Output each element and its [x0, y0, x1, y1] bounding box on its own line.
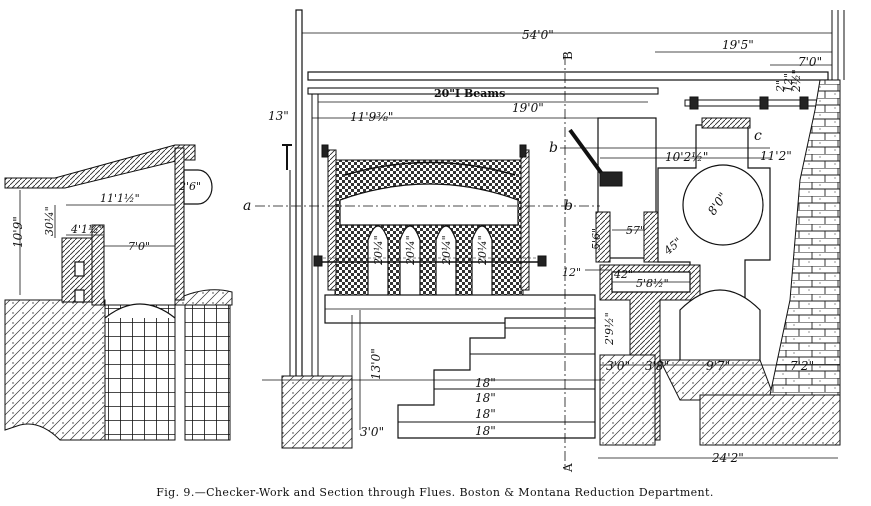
dim-step-2: 18": [475, 391, 496, 405]
main-left-base: [281, 375, 353, 449]
left-pier-window-1: [74, 261, 85, 277]
dim-tiny-2: 12": [782, 73, 795, 92]
dim-base-3-8: 3'8": [645, 359, 669, 373]
round-flue-cap: [701, 117, 751, 129]
dim-left-height: 10'9": [11, 216, 25, 248]
dim-base-3-0: 3'0": [606, 359, 630, 373]
dim-base-7-2: 7'2": [790, 359, 814, 373]
stairs: [397, 317, 596, 439]
flue-stack-left-wall: [595, 211, 611, 263]
dim-checker-1: 20¼": [372, 235, 385, 266]
figure-caption: Fig. 9.—Checker-Work and Section through…: [156, 486, 714, 499]
dim-beam-offset: 13": [268, 109, 289, 123]
dim-step-4: 18": [475, 424, 496, 438]
left-arch: [104, 303, 176, 319]
dim-left-span: 7'0": [128, 240, 150, 253]
beam-label: 20"I Beams: [434, 87, 505, 100]
dim-left-inner: 4'1½": [70, 223, 104, 236]
i-beam-lower: [307, 87, 659, 95]
chamber-left-wall: [327, 149, 337, 291]
dim-flue-42: 42": [613, 268, 633, 281]
left-round-pipe: [183, 169, 213, 205]
checker-pillars: [367, 225, 493, 311]
dim-beam-span-left: 11'9⅜": [350, 110, 393, 124]
dim-far-right-top: 7'0": [798, 55, 822, 69]
dim-flue-12: 12": [562, 266, 581, 279]
dim-flue-5-8: 5'8½": [636, 277, 669, 290]
dim-flue-width: 10'2½": [665, 150, 708, 164]
dim-flue-height: 11'2": [760, 149, 792, 163]
dim-right-top: 19'5": [722, 38, 754, 52]
left-inner-wall: [91, 224, 105, 306]
main-section: 20¼" 20¼" 20¼" 20¼": [243, 9, 845, 473]
stone-wall: [759, 79, 841, 441]
i-beam-top: [307, 71, 829, 81]
dim-base-9-7: 9'7": [706, 359, 730, 373]
flue-passage: [599, 264, 701, 441]
dim-step-3: 18": [475, 407, 496, 421]
right-ground: [699, 394, 841, 446]
left-right-wall: [174, 147, 185, 301]
flue-stack-right-wall: [643, 211, 659, 263]
chamber-arch: [339, 183, 519, 226]
dim-checker-3: 20¼": [440, 235, 453, 266]
dim-bottom-right: 24'2": [711, 451, 744, 465]
dim-stair-height: 13'0": [369, 348, 383, 380]
flue-base: [599, 354, 656, 446]
round-flue-assembly: [657, 117, 771, 301]
flue-damper: [599, 171, 623, 187]
left-roof-slab: [4, 144, 196, 189]
left-pier-window-2: [74, 289, 85, 303]
chamber-right-wall: [520, 149, 530, 291]
dim-left-offset: 30¼": [43, 206, 56, 236]
dim-step-1: 18": [475, 376, 496, 390]
dim-flue-2-9: 2'9½": [603, 312, 616, 346]
left-flue-section: 10'9" 11'1½" 30¼" 4'1½" 7'0" 2'6": [4, 144, 233, 441]
section-label-b-upper: b: [549, 140, 558, 156]
dim-checker-4: 20¼": [476, 235, 489, 266]
dim-overall-top: 54'0": [522, 28, 554, 42]
dim-flue-57: 57": [626, 224, 645, 237]
left-checker-grid: [104, 304, 176, 441]
section-label-A: A: [561, 463, 575, 473]
left-outer-grid: [184, 299, 231, 441]
section-label-B: B: [561, 51, 575, 60]
dim-beam-span-right: 19'0": [512, 101, 544, 115]
tall-column: [295, 9, 303, 386]
dim-checker-2: 20¼": [404, 235, 417, 266]
round-flue: [682, 164, 764, 246]
section-label-a: a: [243, 198, 251, 214]
flue-arch-right: [679, 289, 761, 366]
dim-left-pipe: 2'6": [178, 180, 201, 193]
checker-chamber: [334, 159, 524, 296]
dim-left-total-width: 11'1½": [100, 192, 140, 205]
staircase: [397, 317, 596, 439]
dim-tiny-1: 2": [774, 80, 787, 93]
left-ground: [4, 299, 106, 441]
section-label-b-lower: b: [564, 198, 573, 214]
section-label-c: c: [754, 128, 762, 144]
dim-base-left: 3'0": [360, 425, 384, 439]
dim-tiny-3: 2½": [790, 69, 803, 93]
dim-vert-5-6: 5'6": [590, 228, 603, 250]
